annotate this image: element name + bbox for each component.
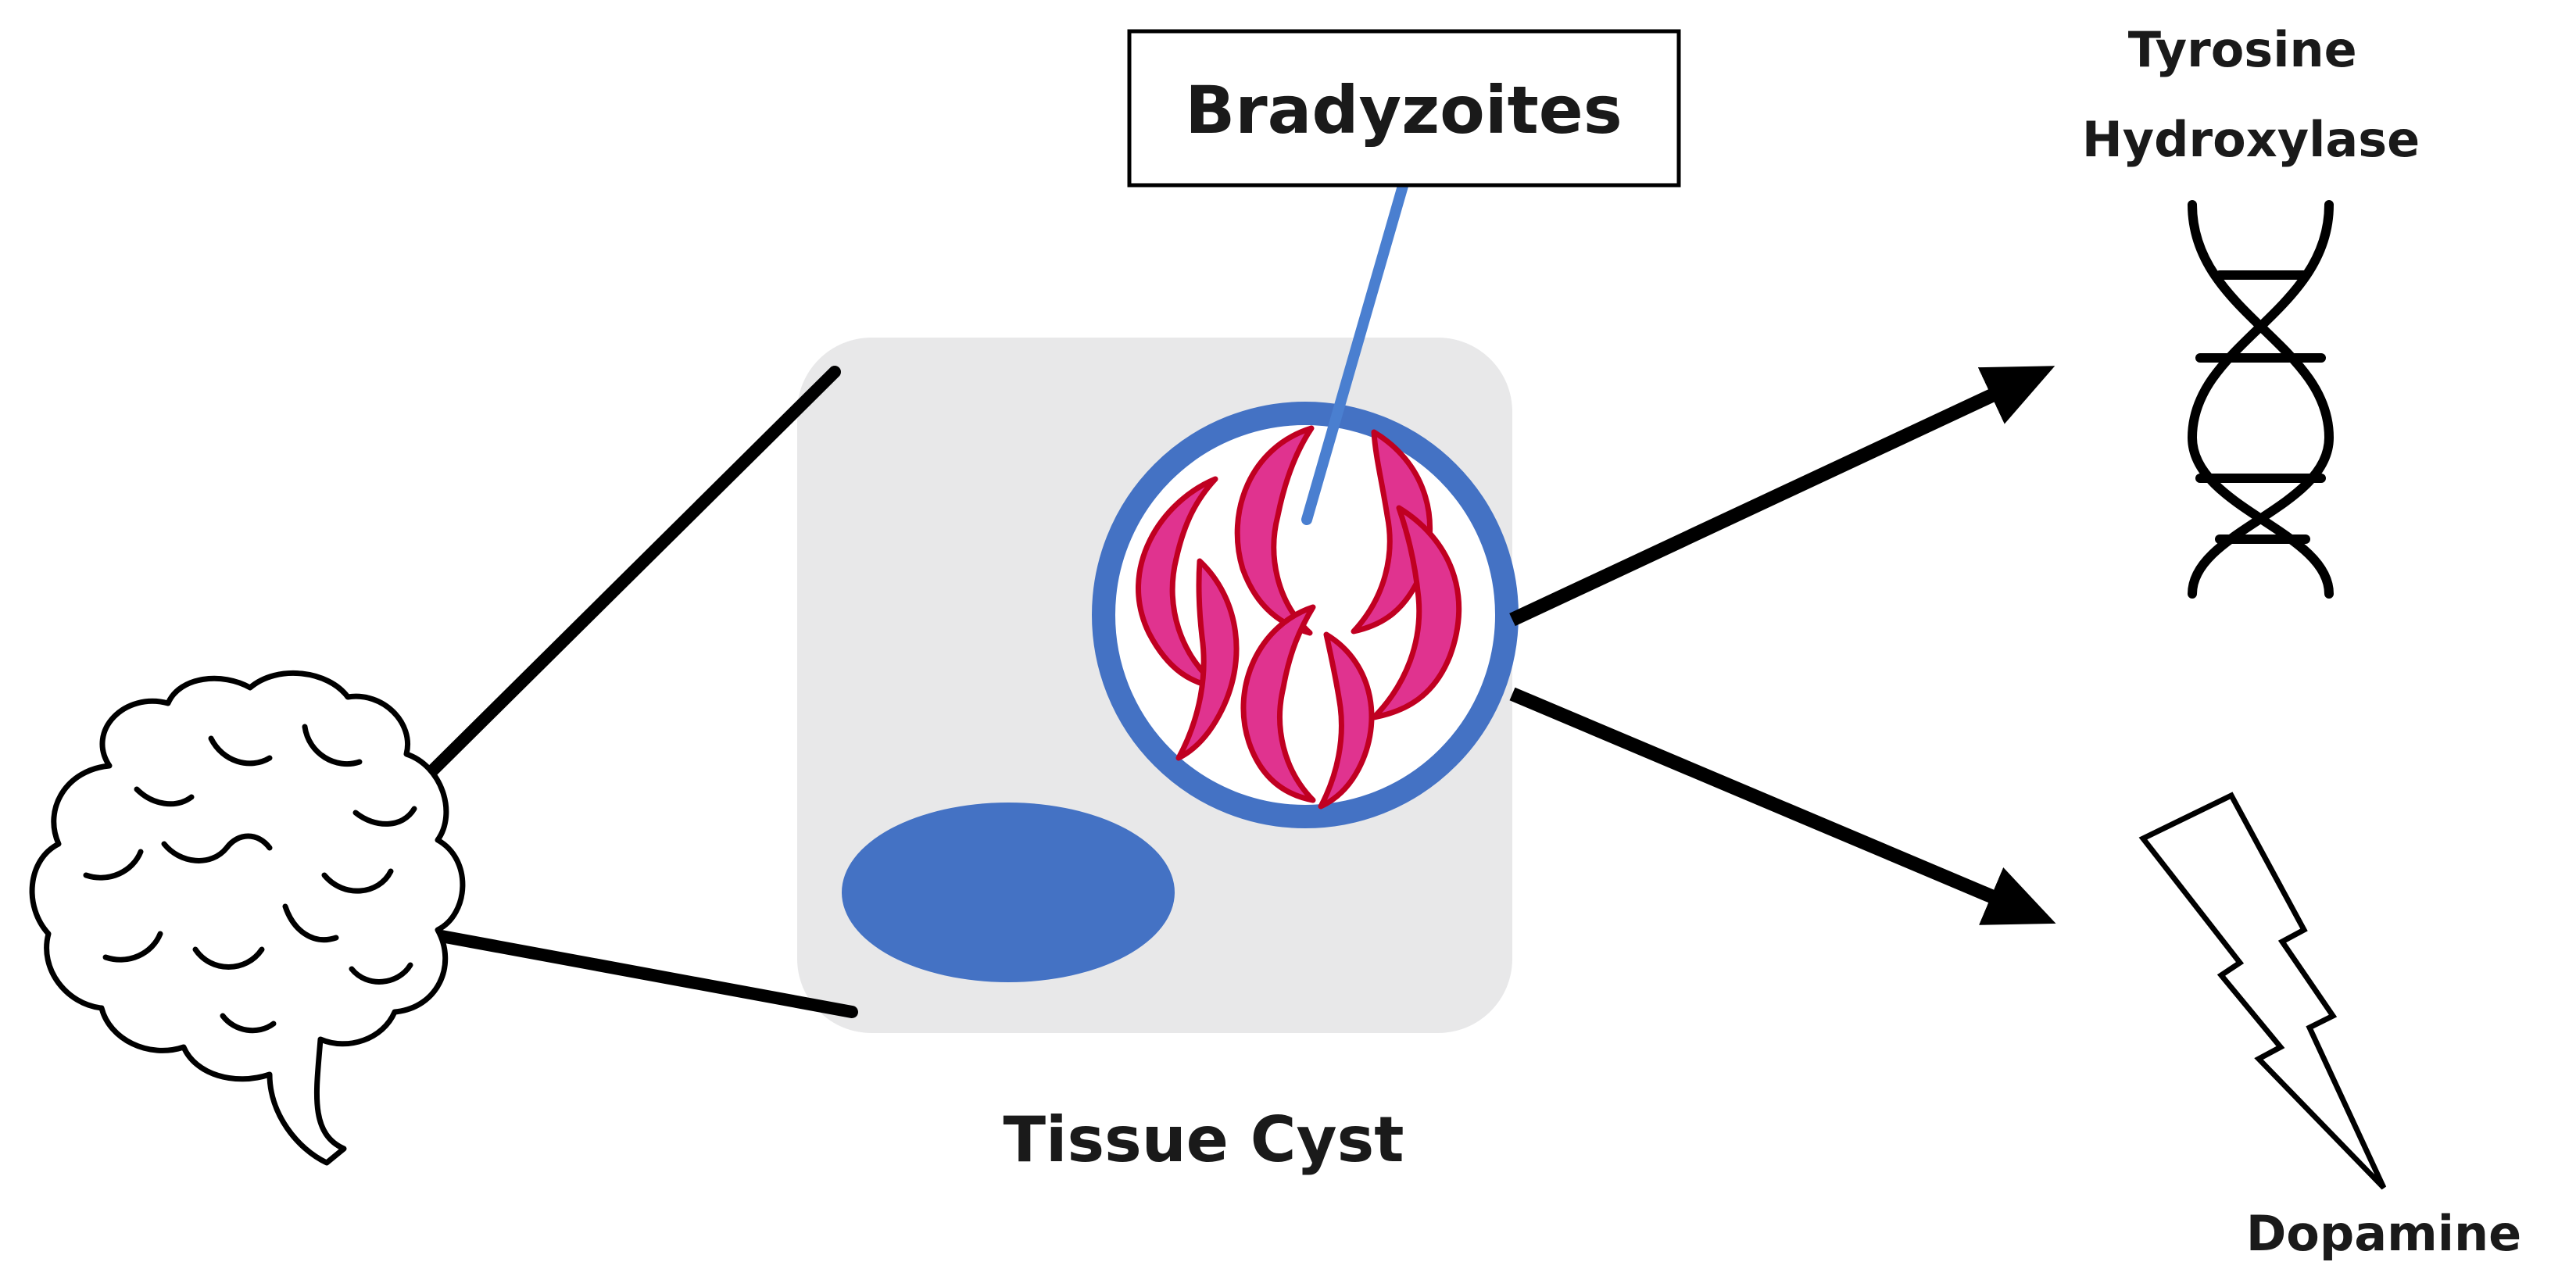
nucleus [842, 803, 1175, 982]
tyrosine-label-line1: Tyrosine [2128, 21, 2357, 78]
tyrosine-label-line2: Hydroxylase [2082, 111, 2420, 168]
bradyzoites-cluster [1136, 425, 1462, 810]
bradyzoites-label-box: Bradyzoites [1127, 29, 1681, 188]
bradyzoite [1318, 631, 1375, 810]
brain-icon [29, 670, 466, 1166]
tissue-cyst-label: Tissue Cyst [1003, 1103, 1404, 1176]
bradyzoite [1234, 425, 1315, 636]
bradyzoites-pointer [1301, 181, 1408, 525]
bradyzoite [1371, 505, 1462, 720]
arrows [1509, 366, 2056, 925]
arrow-to-tyrosine-hydroxylase [1509, 366, 2055, 627]
dna-icon [2187, 200, 2334, 599]
dopamine-label: Dopamine [2246, 1205, 2521, 1262]
bradyzoite [1175, 558, 1240, 761]
bradyzoites-label: Bradyzoites [1185, 72, 1623, 148]
bradyzoite [1351, 429, 1433, 635]
bradyzoite [1240, 604, 1316, 803]
tissue-cyst [1092, 402, 1519, 828]
arrow-to-dopamine [1509, 687, 2056, 925]
tyrosine-hydroxylase-label: Tyrosine Hydroxylase [2082, 21, 2420, 168]
lightning-bolt-icon [2138, 792, 2387, 1190]
